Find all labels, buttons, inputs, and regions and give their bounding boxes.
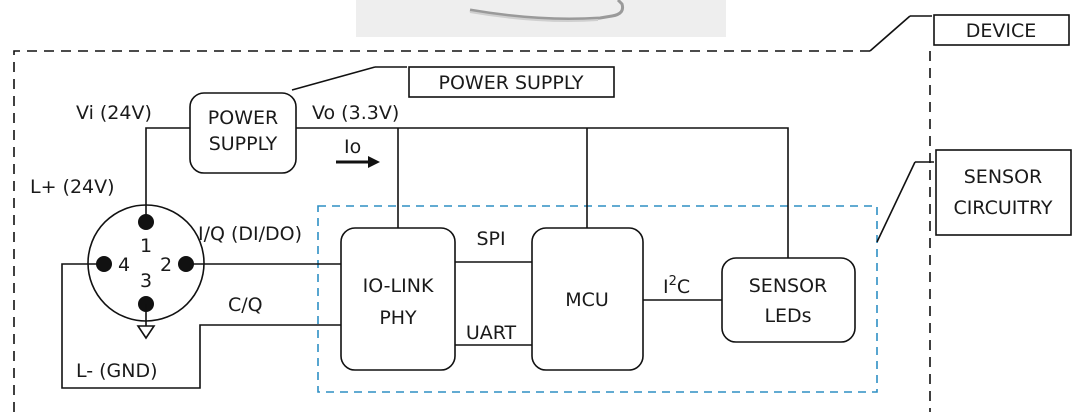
mcu-block: [531, 227, 644, 371]
device-callout-box: [933, 14, 1070, 46]
io-label: Io: [344, 136, 361, 158]
product-photo: [356, 0, 726, 37]
pin-1-label: 1: [140, 235, 152, 257]
sensor-circuitry-boundary: [317, 205, 878, 393]
power-supply-callout-box: [408, 66, 615, 98]
spi-label: SPI: [476, 228, 505, 250]
pin-4-dot: [96, 256, 112, 272]
power-supply-block: [189, 92, 297, 174]
sensor-circuitry-callout-box: [935, 149, 1072, 236]
vo-label: Vo (3.3V): [312, 102, 399, 124]
sensor-leds-label-line1: SENSOR: [749, 275, 828, 297]
uart-label: UART: [466, 322, 517, 344]
device-callout-label: DEVICE: [966, 20, 1037, 42]
device-boundary: [13, 50, 931, 412]
vi-label: Vi (24V): [76, 102, 152, 124]
pin-3-label: 3: [140, 270, 152, 292]
power-supply-block-label-line1: POWER: [208, 107, 278, 129]
ground-icon: [136, 325, 156, 340]
l-minus-label: L- (GND): [76, 360, 158, 382]
sensor-circuitry-callout-label-line1: SENSOR: [964, 166, 1043, 188]
l-plus-label: L+ (24V): [30, 176, 115, 198]
pin-4-label: 4: [118, 254, 130, 276]
sensor-leds-block: [721, 257, 856, 343]
power-supply-block-label-line2: SUPPLY: [209, 133, 278, 155]
m12-connector: [87, 204, 205, 340]
iq-label: I/Q (DI/DO): [198, 223, 302, 245]
sensor-circuitry-callout-label-line2: CIRCUITRY: [953, 197, 1052, 219]
sensor-leds-label-line2: LEDs: [764, 305, 811, 327]
sensor-circuitry-callout-leader: [876, 161, 916, 243]
pin-2-dot: [178, 256, 194, 272]
io-arrow: [336, 156, 380, 168]
device-callout-leader: [869, 15, 911, 52]
wiring: [61, 127, 789, 389]
i2c-label: I2C: [663, 274, 690, 298]
io-link-phy-label-line2: PHY: [379, 307, 417, 329]
io-link-phy-block: [340, 227, 456, 371]
power-supply-callout-label: POWER SUPPLY: [439, 72, 584, 94]
pin-1-dot: [138, 214, 154, 230]
io-link-phy-label-line1: IO-LINK: [363, 275, 434, 297]
pin-2-label: 2: [160, 254, 172, 276]
cq-label: C/Q: [228, 294, 263, 316]
power-supply-callout-leader: [291, 66, 376, 91]
mcu-label: MCU: [565, 289, 609, 311]
